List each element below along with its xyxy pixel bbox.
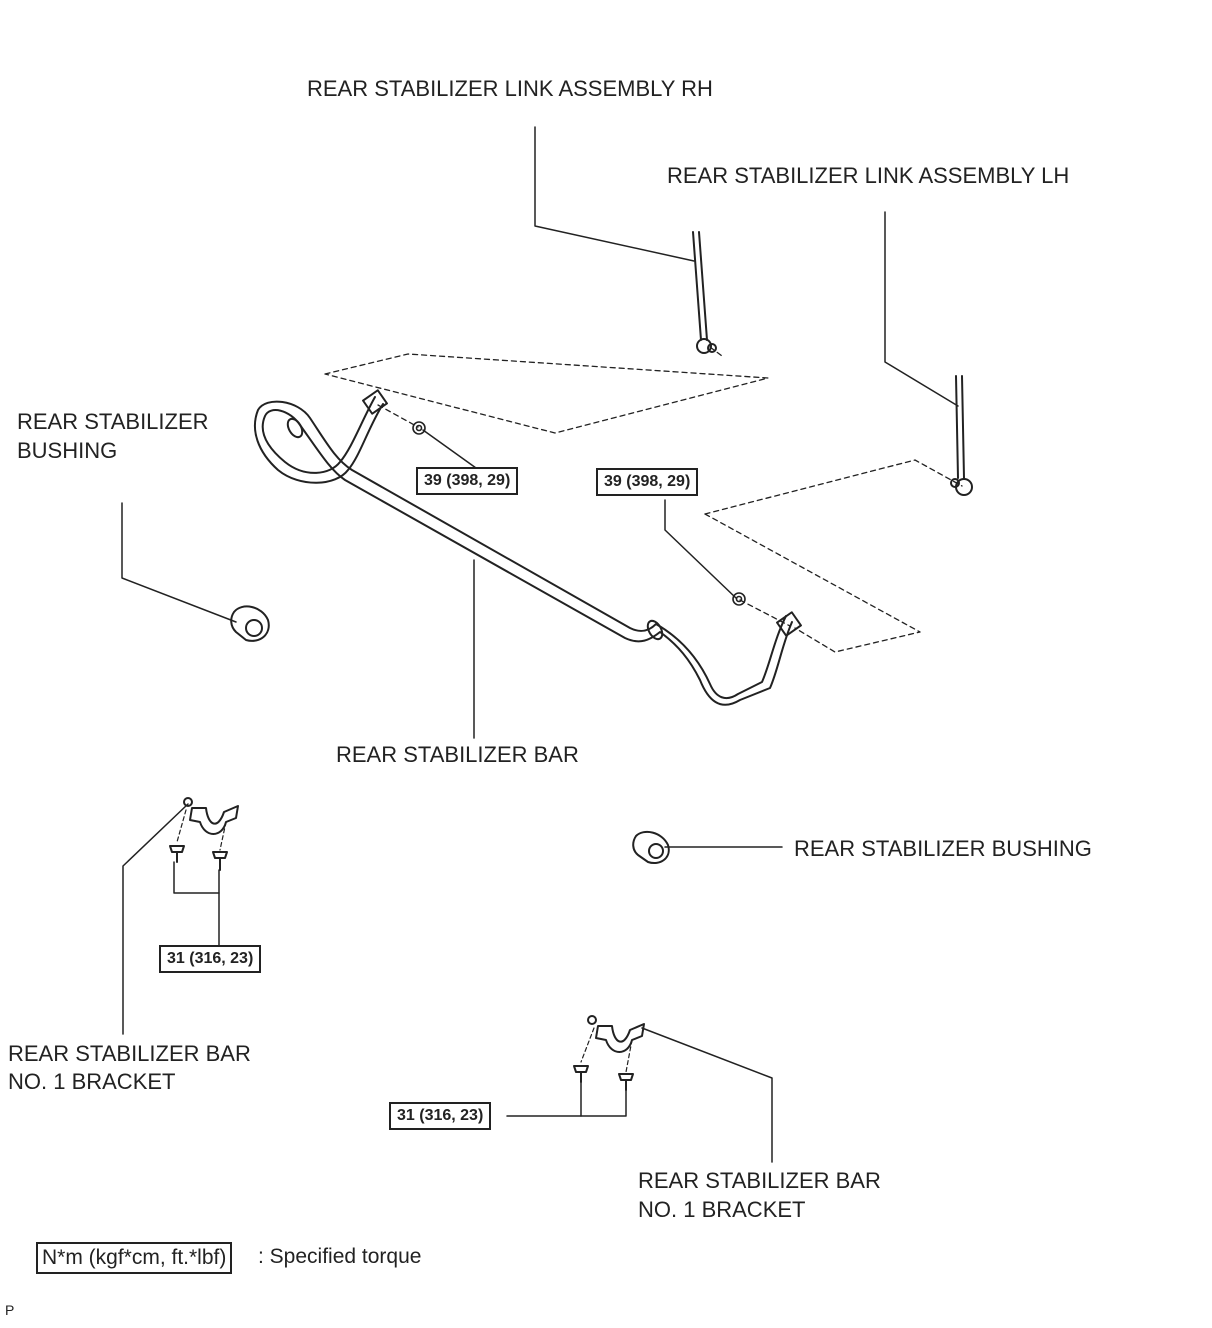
link-nut-rh xyxy=(412,421,426,435)
bracket-left-shape xyxy=(169,797,239,871)
label-stabilizer-bar: REAR STABILIZER BAR xyxy=(336,742,579,767)
stabilizer-bar xyxy=(253,389,802,706)
stabilizer-link-lh xyxy=(950,375,973,496)
bushing-left-shape xyxy=(230,605,270,642)
bracket-right-shape xyxy=(573,1015,645,1091)
leader-lines xyxy=(121,126,959,1163)
label-bushing-left-line2: BUSHING xyxy=(17,438,118,463)
corner-mark: P xyxy=(5,1302,15,1318)
stabilizer-link-rh xyxy=(692,231,717,354)
label-bushing-right: REAR STABILIZER BUSHING xyxy=(794,836,1092,861)
link-nut-lh xyxy=(732,592,746,606)
legend-unit-box: N*m (kgf*cm, ft.*lbf) xyxy=(36,1242,233,1274)
bushing-right-shape xyxy=(632,830,670,864)
label-bushing-left-line1: REAR STABILIZER xyxy=(17,409,209,434)
label-bracket-right-line2: NO. 1 BRACKET xyxy=(638,1197,806,1222)
assembly-plane-lh xyxy=(704,459,963,653)
label-bracket-left-line2: NO. 1 BRACKET xyxy=(8,1069,176,1094)
label-bracket-right-line1: REAR STABILIZER BAR xyxy=(638,1168,881,1193)
legend-meaning: : Specified torque xyxy=(258,1245,422,1268)
torque-bracket-left: 31 (316, 23) xyxy=(159,945,262,973)
torque-bracket-right: 31 (316, 23) xyxy=(389,1102,492,1130)
label-link-lh: REAR STABILIZER LINK ASSEMBLY LH xyxy=(667,163,1070,188)
label-bracket-left-line1: REAR STABILIZER BAR xyxy=(8,1041,251,1066)
label-link-rh: REAR STABILIZER LINK ASSEMBLY RH xyxy=(307,76,713,101)
torque-link-nut-lh: 39 (398, 29) xyxy=(596,468,699,496)
assembly-plane-rh xyxy=(324,346,769,434)
torque-link-nut-rh: 39 (398, 29) xyxy=(416,467,519,495)
